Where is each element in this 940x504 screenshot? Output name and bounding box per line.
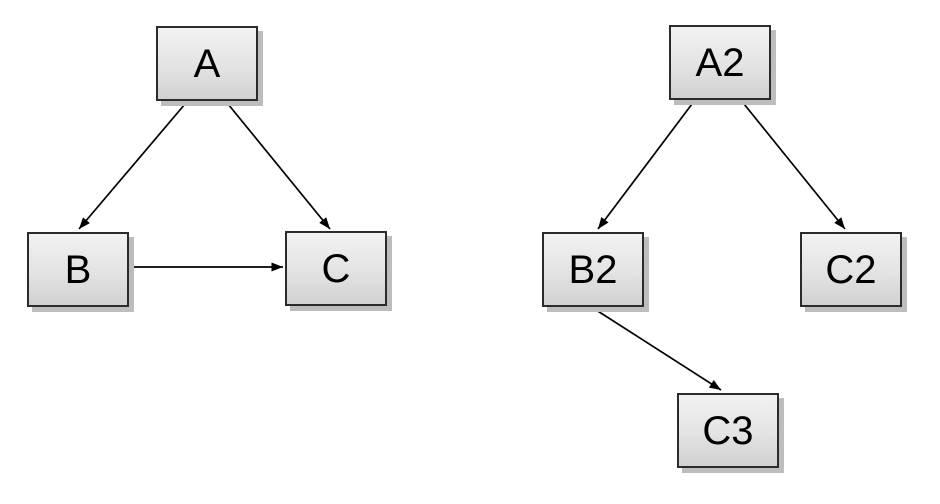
node-C2: C2 (800, 232, 902, 307)
node-B: B (27, 232, 129, 307)
node-B-label: B (64, 247, 92, 292)
node-C3-label: C3 (702, 408, 754, 453)
edge-A2-C2 (743, 103, 846, 230)
node-A2: A2 (669, 25, 771, 100)
edge-A-C (227, 103, 331, 230)
edge-B2-C3 (592, 307, 722, 391)
node-B2: B2 (542, 232, 644, 307)
node-A: A (156, 26, 258, 101)
node-A2-label: A2 (695, 40, 745, 85)
node-C-label: C (321, 246, 351, 291)
node-A-label: A (193, 41, 221, 86)
node-C3: C3 (677, 393, 779, 468)
node-C: C (285, 231, 387, 306)
node-B2-label: B2 (568, 247, 618, 292)
edge-A2-B2 (597, 103, 693, 230)
edge-A-B (78, 103, 186, 230)
node-C2-label: C2 (825, 247, 877, 292)
